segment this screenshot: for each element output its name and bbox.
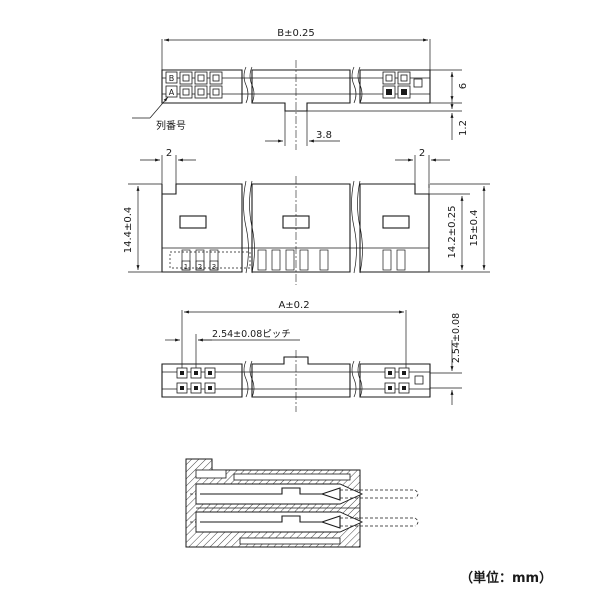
top-view: B±0.25 B A xyxy=(132,28,469,150)
dim-right-pitch-label: 2 xyxy=(419,148,425,159)
dim-pitch-label: 2.54±0.08ピッチ xyxy=(212,329,291,340)
dim-key-label: 1.2 xyxy=(458,120,469,136)
pin-number-2: 2 xyxy=(198,263,202,271)
dim-a-label: A±0.2 xyxy=(278,300,309,311)
bottom-right-pins xyxy=(384,367,424,394)
row-a-label: A xyxy=(169,88,175,97)
pin-number-1: 1 xyxy=(184,263,188,271)
top-left-pins xyxy=(179,71,223,99)
dim-row-pitch-label: 2.54±0.08 xyxy=(451,313,462,363)
dim-key-width-label: 3.8 xyxy=(316,130,332,141)
section-view xyxy=(185,458,419,548)
dim-left-pitch-label: 2 xyxy=(166,148,172,159)
bottom-left-pins xyxy=(176,367,216,394)
units-note: （単位：mm） xyxy=(460,570,552,586)
dim-height-label: 6 xyxy=(458,83,469,89)
top-right-pins xyxy=(382,71,423,99)
column-number-label: 列番号 xyxy=(156,119,186,132)
dim-height-right-inner-label: 14.2±0.25 xyxy=(447,206,458,259)
front-view: 2 2 xyxy=(123,148,490,285)
dim-b-label: B±0.25 xyxy=(277,28,315,39)
pin-number-3: 3 xyxy=(212,263,216,271)
dim-height-left-label: 14.4±0.4 xyxy=(123,207,134,254)
row-b-label: B xyxy=(169,74,175,83)
dim-height-right-outer-label: 15±0.4 xyxy=(469,209,480,246)
bottom-view: A±0.2 2.54±0.08ピッチ xyxy=(161,300,462,412)
